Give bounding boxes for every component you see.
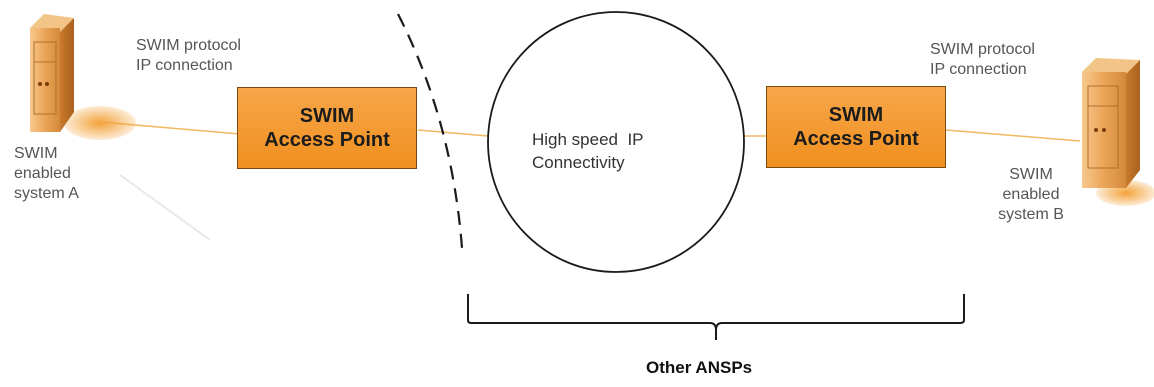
right-protocol-line2: IP connection bbox=[930, 61, 1027, 78]
access-point-b-line1: SWIM bbox=[828, 104, 884, 126]
boundary-dashed-arc bbox=[397, 13, 464, 249]
ip-connectivity-circle bbox=[487, 11, 745, 273]
right-system-line1: SWIM bbox=[1009, 166, 1053, 183]
link-access-point-a-to-cloud bbox=[417, 129, 489, 137]
access-point-a: SWIM Access Point bbox=[237, 87, 417, 169]
shadow-streak bbox=[119, 174, 211, 241]
right-system-line3: system B bbox=[998, 206, 1064, 223]
cloud-label-line1: High speed IP bbox=[532, 130, 644, 149]
cloud-label: High speed IP Connectivity bbox=[532, 128, 644, 174]
access-point-a-line1: SWIM bbox=[299, 105, 355, 127]
server-icon bbox=[30, 14, 136, 140]
left-system-label: SWIM enabled system A bbox=[14, 144, 79, 204]
left-system-line3: system A bbox=[14, 185, 79, 202]
cloud-label-line2: Connectivity bbox=[532, 153, 625, 172]
link-access-point-b-to-system-b bbox=[945, 129, 1081, 142]
right-protocol-line1: SWIM protocol bbox=[930, 41, 1035, 58]
right-system-label: SWIM enabled system B bbox=[986, 165, 1076, 225]
other-ansps-label: Other ANSPs bbox=[646, 358, 753, 377]
right-protocol-label: SWIM protocol IP connection bbox=[930, 40, 1035, 80]
access-point-a-line2: Access Point bbox=[264, 129, 390, 151]
left-protocol-label: SWIM protocol IP connection bbox=[136, 36, 241, 76]
left-system-line2: enabled bbox=[14, 165, 71, 182]
left-protocol-line1: SWIM protocol bbox=[136, 37, 241, 54]
access-point-b-line2: Access Point bbox=[793, 128, 919, 150]
right-system-line2: enabled bbox=[1002, 186, 1060, 203]
server-icon bbox=[1082, 58, 1154, 206]
left-protocol-line2: IP connection bbox=[136, 57, 233, 74]
group-bracket bbox=[467, 294, 965, 340]
access-point-b: SWIM Access Point bbox=[766, 86, 946, 168]
left-system-line1: SWIM bbox=[14, 145, 58, 162]
